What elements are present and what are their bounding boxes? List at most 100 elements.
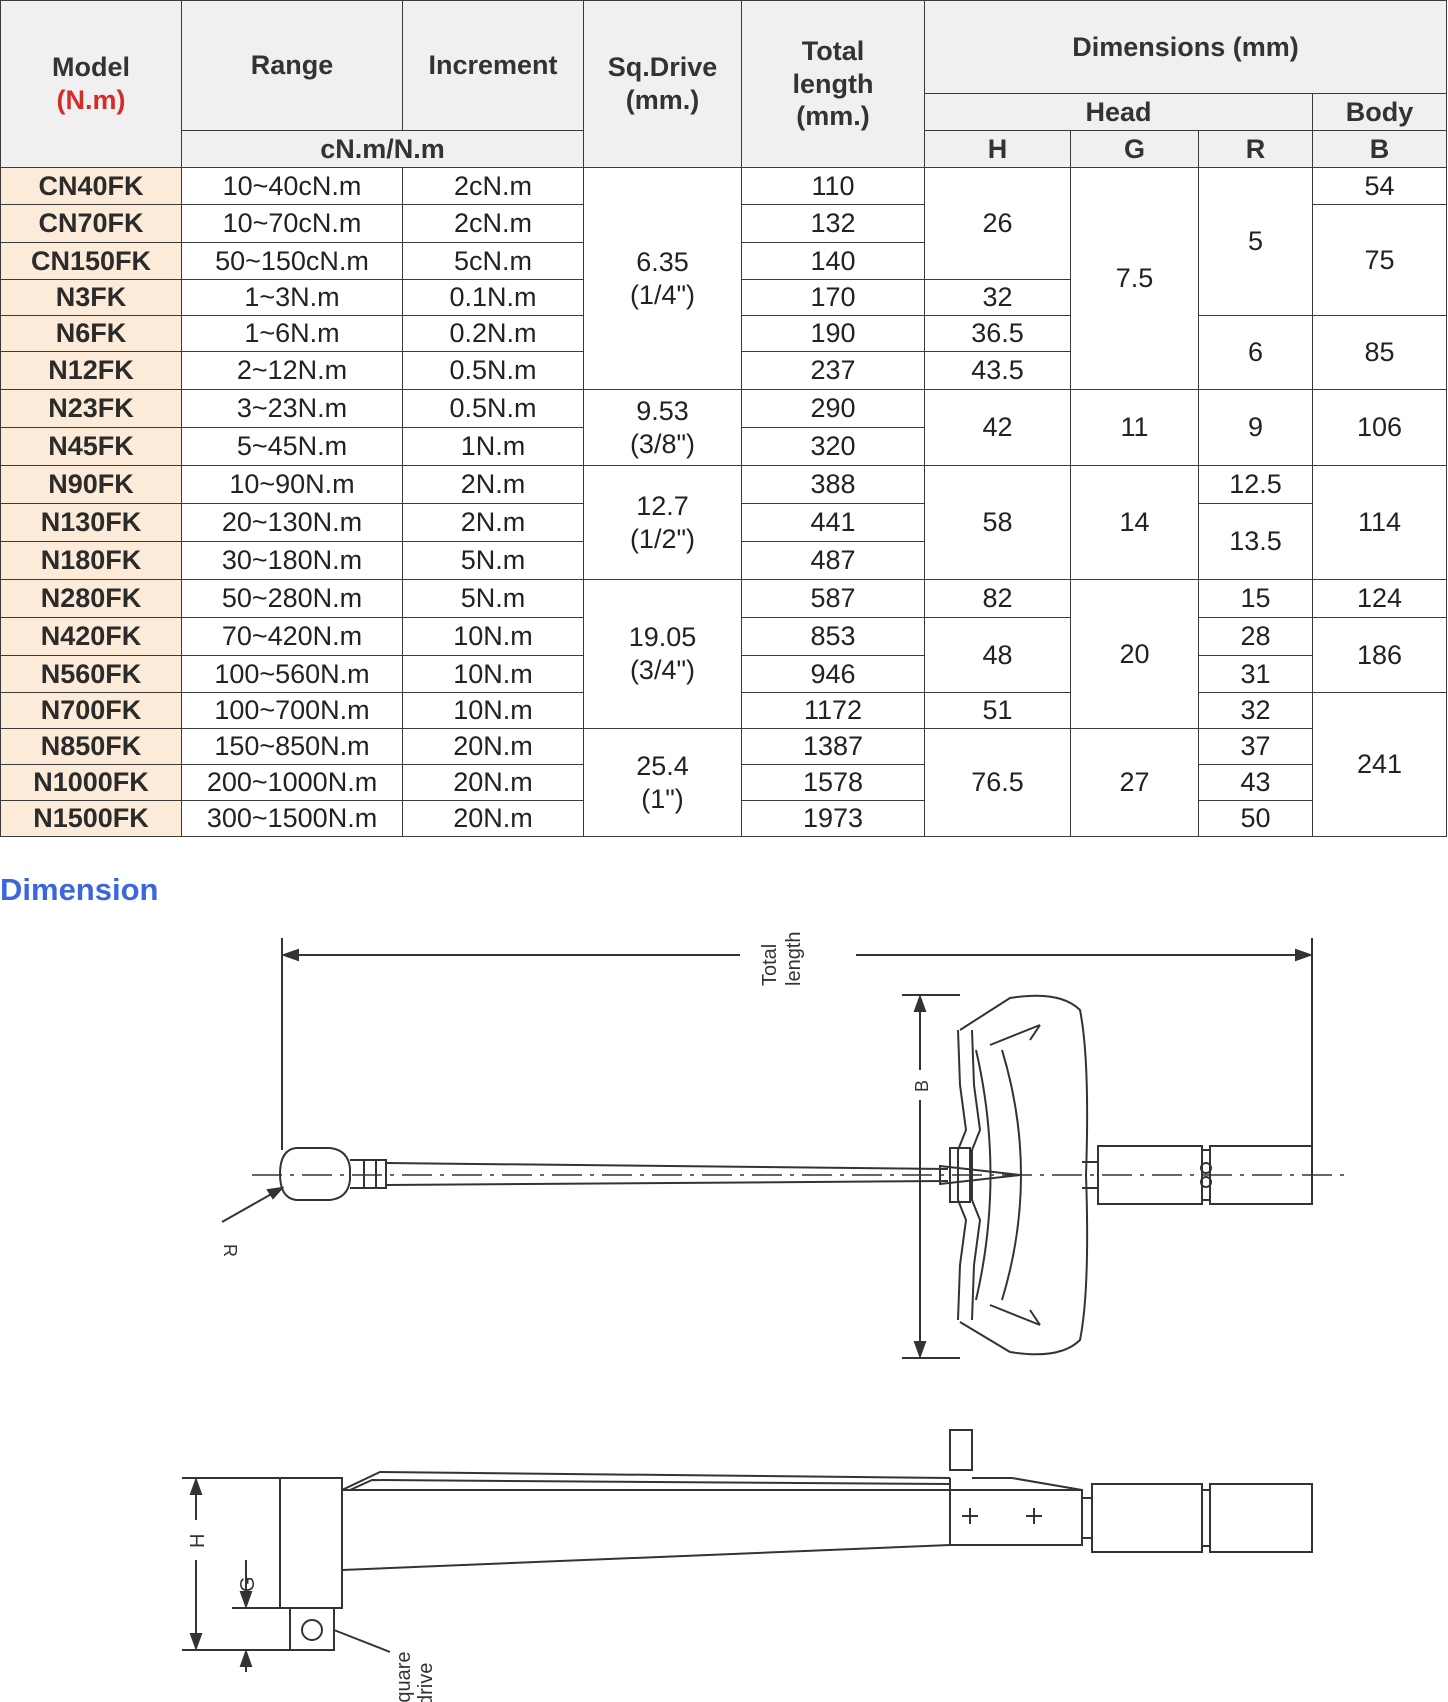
- h-cell: 42: [924, 389, 1071, 466]
- dial-scale-arc-left: [975, 1049, 992, 1301]
- label-total-length-1: Total: [759, 944, 781, 986]
- total-length-cell: 237: [741, 351, 925, 390]
- b-cell: 124: [1311, 579, 1448, 618]
- g-arrow-top: [239, 1591, 253, 1609]
- table-row: N3FK 1~3N.m 0.1N.m 170 32: [0, 279, 1447, 316]
- range-cell: 200~1000N.m: [181, 764, 403, 801]
- increment-cell: 5N.m: [402, 541, 584, 580]
- range-cell: 1~3N.m: [181, 279, 403, 316]
- g-cell: 20: [1070, 579, 1199, 729]
- table-row: N90FK 10~90N.m 2N.m 12.7(1/2") 388 58 14…: [0, 465, 1448, 580]
- range-cell: 70~420N.m: [181, 617, 403, 656]
- sq-drive-cell: 6.35(1/4"): [583, 167, 742, 390]
- h-cell: 58: [924, 465, 1071, 580]
- handle-joint-pin-2: [1200, 1176, 1212, 1188]
- range-cell: 5~45N.m: [181, 427, 403, 466]
- total-length-cell: 1578: [741, 764, 925, 801]
- side-handle-collar: [1081, 1497, 1093, 1539]
- r-cell: 6: [1198, 315, 1313, 390]
- total-length-cell: 1973: [741, 800, 925, 837]
- increment-cell: 5N.m: [402, 579, 584, 618]
- r-cell: 50: [1198, 800, 1313, 837]
- r-cell: 43: [1198, 764, 1313, 801]
- increment-cell: 0.5N.m: [402, 351, 584, 390]
- model-cell: N850FK: [0, 728, 182, 765]
- dial-scale-end-top: [1029, 1024, 1041, 1041]
- model-cell: N560FK: [0, 655, 182, 693]
- h-cell: 76.5: [924, 728, 1071, 837]
- header-sq-drive: Sq.Drive (mm.): [583, 0, 742, 168]
- range-cell: 2~12N.m: [181, 351, 403, 390]
- model-cell: N180FK: [0, 541, 182, 580]
- b-arrow-top: [913, 994, 927, 1012]
- dial-left-inner: [971, 1029, 982, 1321]
- header-head: Head: [924, 93, 1313, 131]
- range-cell: 3~23N.m: [181, 389, 403, 428]
- neck: [350, 1159, 387, 1189]
- total-length-arrow-right: [1295, 948, 1313, 962]
- increment-cell: 20N.m: [402, 728, 584, 765]
- increment-cell: 5cN.m: [402, 242, 584, 280]
- table-row: N280FK 50~280N.m 5N.m 19.05(3/4") 587 82…: [0, 579, 1448, 729]
- range-cell: 10~40cN.m: [181, 167, 403, 205]
- table-row: CN150FK 50~150cN.m 5cN.m 140: [0, 242, 1447, 280]
- model-cell: N700FK: [0, 692, 182, 729]
- table-row: N850FK 150~850N.m 20N.m 25.4(1") 1387 76…: [0, 728, 1447, 837]
- header-model-unit: (N.m): [56, 85, 126, 115]
- model-cell: N23FK: [0, 389, 182, 428]
- label-square-drive-1: Square: [393, 1652, 415, 1702]
- table-row: N6FK 1~6N.m 0.2N.m 190 36.5 6 85: [0, 315, 1448, 390]
- sq-drive-cell: 9.53(3/8"): [583, 389, 742, 466]
- g-cell: 7.5: [1070, 167, 1199, 390]
- range-cell: 50~280N.m: [181, 579, 403, 618]
- dial-outer-case: [959, 994, 1089, 1356]
- range-cell: 50~150cN.m: [181, 242, 403, 280]
- side-handle-rear: [1209, 1483, 1313, 1553]
- h-cell: 51: [924, 692, 1071, 729]
- g-arrow-bottom: [239, 1649, 253, 1667]
- total-length-cell: 587: [741, 579, 925, 618]
- header-range: Range: [181, 0, 403, 131]
- total-length-cell: 140: [741, 242, 925, 280]
- total-length-cell: 1172: [741, 692, 925, 729]
- model-cell: N90FK: [0, 465, 182, 504]
- r-cell: 32: [1198, 692, 1313, 729]
- range-cell: 100~700N.m: [181, 692, 403, 729]
- r-arrow: [266, 1186, 285, 1200]
- sq-drive-cell: 19.05(3/4"): [583, 579, 742, 729]
- total-length-arrow-left: [281, 948, 299, 962]
- label-g: G: [237, 1576, 259, 1592]
- sq-drive-cell: 12.7(1/2"): [583, 465, 742, 580]
- r-cell: 12.5: [1198, 465, 1313, 504]
- increment-cell: 2N.m: [402, 465, 584, 504]
- increment-cell: 20N.m: [402, 800, 584, 837]
- r-cell: 28: [1198, 617, 1313, 656]
- side-head: [279, 1477, 343, 1609]
- increment-cell: 0.1N.m: [402, 279, 584, 316]
- shaft-bottom: [385, 1180, 949, 1186]
- model-cell: N6FK: [0, 315, 182, 352]
- torque-wrench-spec-table: Model (N.m) Range Increment Sq.Drive (mm…: [0, 0, 1448, 837]
- label-h: H: [187, 1534, 209, 1548]
- model-cell: N3FK: [0, 279, 182, 316]
- model-cell: N280FK: [0, 579, 182, 618]
- total-length-cell: 388: [741, 465, 925, 504]
- increment-cell: 10N.m: [402, 655, 584, 693]
- increment-cell: 2N.m: [402, 503, 584, 542]
- header-dimensions: Dimensions (mm): [923, 0, 1448, 94]
- model-cell: CN150FK: [0, 242, 182, 280]
- h-cell: 36.5: [924, 315, 1071, 352]
- model-cell: N1000FK: [0, 764, 182, 801]
- torque-wrench-dimension-diagram: Total length B R H G Square drive: [182, 932, 1345, 1702]
- model-cell: N1500FK: [0, 800, 182, 837]
- range-cell: 150~850N.m: [181, 728, 403, 765]
- header-r: R: [1198, 130, 1313, 168]
- increment-cell: 20N.m: [402, 764, 584, 801]
- b-cell: 54: [1311, 167, 1448, 205]
- table-row: N45FK 5~45N.m 1N.m 320: [0, 427, 1447, 466]
- table-row: CN40FK 10~40cN.m 2cN.m 6.35(1/4") 110 26…: [0, 167, 1448, 390]
- header-g: G: [1070, 130, 1199, 168]
- increment-cell: 10N.m: [402, 692, 584, 729]
- range-cell: 30~180N.m: [181, 541, 403, 580]
- b-arrow-bottom: [913, 1341, 927, 1359]
